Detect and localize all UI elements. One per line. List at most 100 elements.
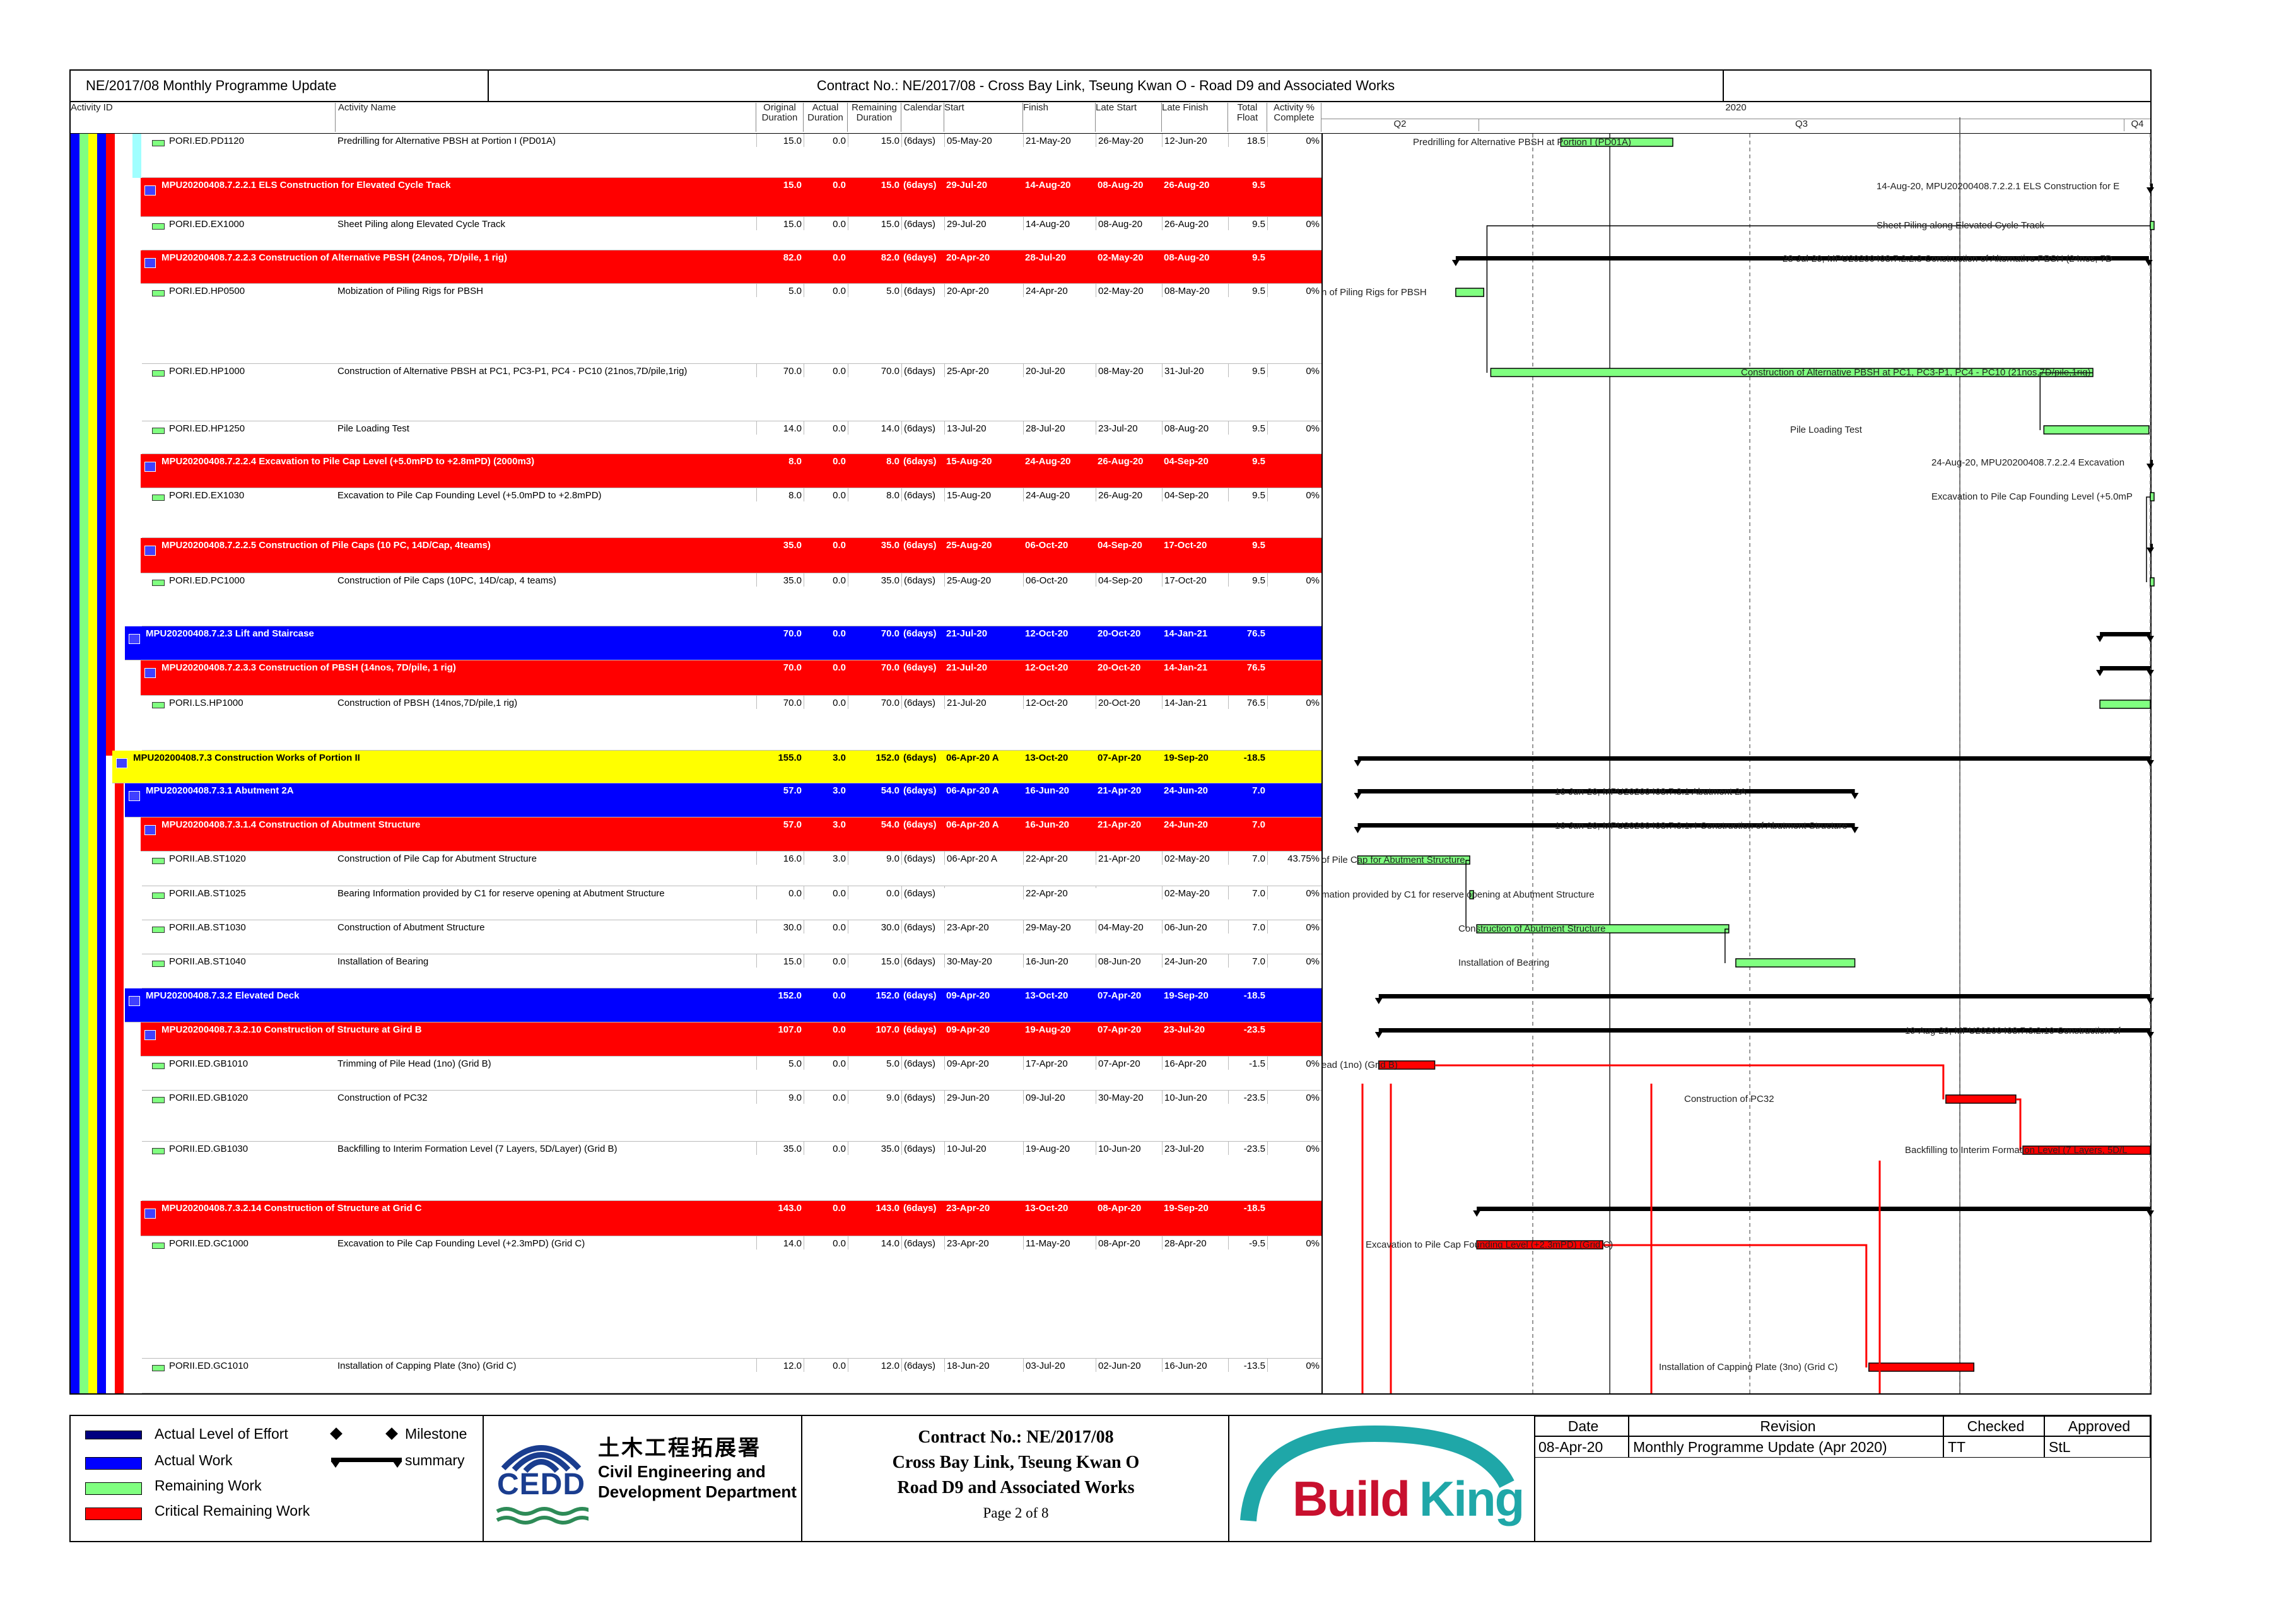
activity-name: Installation of Capping Plate (3no) (Gri… bbox=[337, 1361, 517, 1371]
rev-checked: TT bbox=[1943, 1436, 2044, 1458]
wbs-tf: 76.5 bbox=[1246, 628, 1265, 639]
activity-name: Construction of Pile Caps (10PC, 14D/cap… bbox=[337, 575, 556, 586]
calendar: (6days) bbox=[901, 1091, 944, 1104]
wbs-node-icon[interactable] bbox=[144, 668, 156, 678]
actual-duration: 0.0 bbox=[804, 696, 848, 709]
wbs-start: 21-Jul-20 bbox=[946, 662, 988, 673]
col-activity-name[interactable]: Activity Name bbox=[336, 103, 756, 132]
finish-date: 03-Jul-20 bbox=[1023, 1359, 1096, 1372]
wbs-row[interactable]: MPU20200408.7.3.2.10 Construction of Str… bbox=[141, 1022, 1321, 1057]
col-late-start[interactable]: Late Start bbox=[1096, 103, 1162, 132]
wbs-node-icon[interactable] bbox=[144, 462, 156, 472]
rev-header-revision: Revision bbox=[1629, 1416, 1943, 1436]
activity-bar-icon bbox=[152, 702, 165, 708]
wbs-node-icon[interactable] bbox=[116, 758, 127, 768]
wbs-node-icon[interactable] bbox=[144, 1209, 156, 1219]
legend-actual-label: Actual Work bbox=[155, 1452, 233, 1468]
wbs-node-icon[interactable] bbox=[144, 546, 156, 556]
wbs-row[interactable]: MPU20200408.7.2.3.3 Construction of PBSH… bbox=[141, 660, 1321, 696]
footer-frame bbox=[69, 1415, 2152, 1542]
wbs-node-icon[interactable] bbox=[144, 185, 156, 196]
late-start: 26-Aug-20 bbox=[1096, 488, 1162, 501]
remaining-duration: 8.0 bbox=[848, 488, 901, 501]
col-remaining-duration[interactable]: Remaining Duration bbox=[848, 103, 901, 132]
cedd-arcs-icon bbox=[496, 1445, 589, 1525]
original-duration: 9.0 bbox=[756, 1091, 804, 1104]
finish-date: 17-Apr-20 bbox=[1023, 1057, 1096, 1070]
total-float: 7.0 bbox=[1228, 852, 1267, 865]
wbs-row[interactable]: MPU20200408.7.3 Construction Works of Po… bbox=[112, 751, 1321, 783]
wbs-title: MPU20200408.7.3.2.14 Construction of Str… bbox=[161, 1203, 422, 1214]
wbs-cal: (6days) bbox=[903, 819, 937, 830]
wbs-row[interactable]: MPU20200408.7.2.2.1 ELS Construction for… bbox=[141, 178, 1321, 217]
wbs-node-icon[interactable] bbox=[144, 825, 156, 835]
wbs-rd: 8.0 bbox=[886, 456, 899, 467]
activity-id: PORI.ED.HP0500 bbox=[169, 286, 245, 296]
left-title-box: NE/2017/08 Monthly Programme Update bbox=[69, 69, 489, 102]
wbs-lf: 08-Aug-20 bbox=[1164, 252, 1210, 263]
late-start: 02-May-20 bbox=[1096, 284, 1162, 297]
wbs-node-icon[interactable] bbox=[144, 1030, 156, 1040]
col-complete[interactable]: Activity % Complete bbox=[1267, 103, 1321, 132]
activity-id: PORII.ED.GB1030 bbox=[169, 1144, 249, 1154]
wbs-ad: 0.0 bbox=[833, 456, 846, 467]
col-activity-id[interactable]: Activity ID bbox=[71, 103, 336, 132]
original-duration: 0.0 bbox=[756, 886, 804, 899]
col-actual-duration[interactable]: Actual Duration bbox=[804, 103, 848, 132]
total-float: -1.5 bbox=[1228, 1057, 1267, 1070]
percent-complete: 0% bbox=[1267, 364, 1321, 377]
remaining-duration: 14.0 bbox=[848, 421, 901, 435]
col-finish[interactable]: Finish bbox=[1023, 103, 1096, 132]
col-late-finish[interactable]: Late Finish bbox=[1162, 103, 1228, 132]
activity-id: PORII.AB.ST1030 bbox=[169, 922, 246, 933]
band-yellow bbox=[88, 134, 97, 1393]
col-total-float[interactable]: Total Float bbox=[1228, 103, 1267, 132]
wbs-row[interactable]: MPU20200408.7.3.2.14 Construction of Str… bbox=[141, 1201, 1321, 1236]
wbs-rd: 143.0 bbox=[876, 1203, 899, 1214]
gantt-label: 16-Jun-20, MPU20200408.7.3.1 Abutment 2A bbox=[1555, 787, 1747, 797]
wbs-ad: 0.0 bbox=[833, 540, 846, 551]
activity-name: Excavation to Pile Cap Founding Level (+… bbox=[337, 1238, 585, 1249]
col-original-duration[interactable]: Original Duration bbox=[756, 103, 804, 132]
calendar: (6days) bbox=[901, 852, 944, 865]
wbs-title: MPU20200408.7.2.3.3 Construction of PBSH… bbox=[161, 662, 456, 673]
wbs-node-icon[interactable] bbox=[129, 996, 140, 1006]
actual-duration: 0.0 bbox=[804, 421, 848, 435]
wbs-row[interactable]: MPU20200408.7.2.2.3 Construction of Alte… bbox=[141, 250, 1321, 284]
col-calendar[interactable]: Calendar bbox=[901, 103, 944, 132]
col-start[interactable]: Start bbox=[944, 103, 1023, 132]
wbs-node-icon[interactable] bbox=[129, 634, 140, 644]
wbs-node-icon[interactable] bbox=[129, 791, 140, 801]
actual-duration: 0.0 bbox=[804, 1057, 848, 1070]
wbs-row[interactable]: MPU20200408.7.3.1.4 Construction of Abut… bbox=[141, 817, 1321, 852]
wbs-title: MPU20200408.7.2.2.3 Construction of Alte… bbox=[161, 252, 507, 263]
wbs-ls: 02-May-20 bbox=[1098, 252, 1144, 263]
late-finish: 16-Apr-20 bbox=[1162, 1057, 1228, 1070]
wbs-node-icon[interactable] bbox=[144, 258, 156, 268]
wbs-row[interactable]: MPU20200408.7.2.2.5 Construction of Pile… bbox=[141, 538, 1321, 573]
wbs-row[interactable]: MPU20200408.7.2.2.4 Excavation to Pile C… bbox=[141, 454, 1321, 488]
wbs-ad: 0.0 bbox=[833, 662, 846, 673]
actual-duration: 0.0 bbox=[804, 920, 848, 934]
